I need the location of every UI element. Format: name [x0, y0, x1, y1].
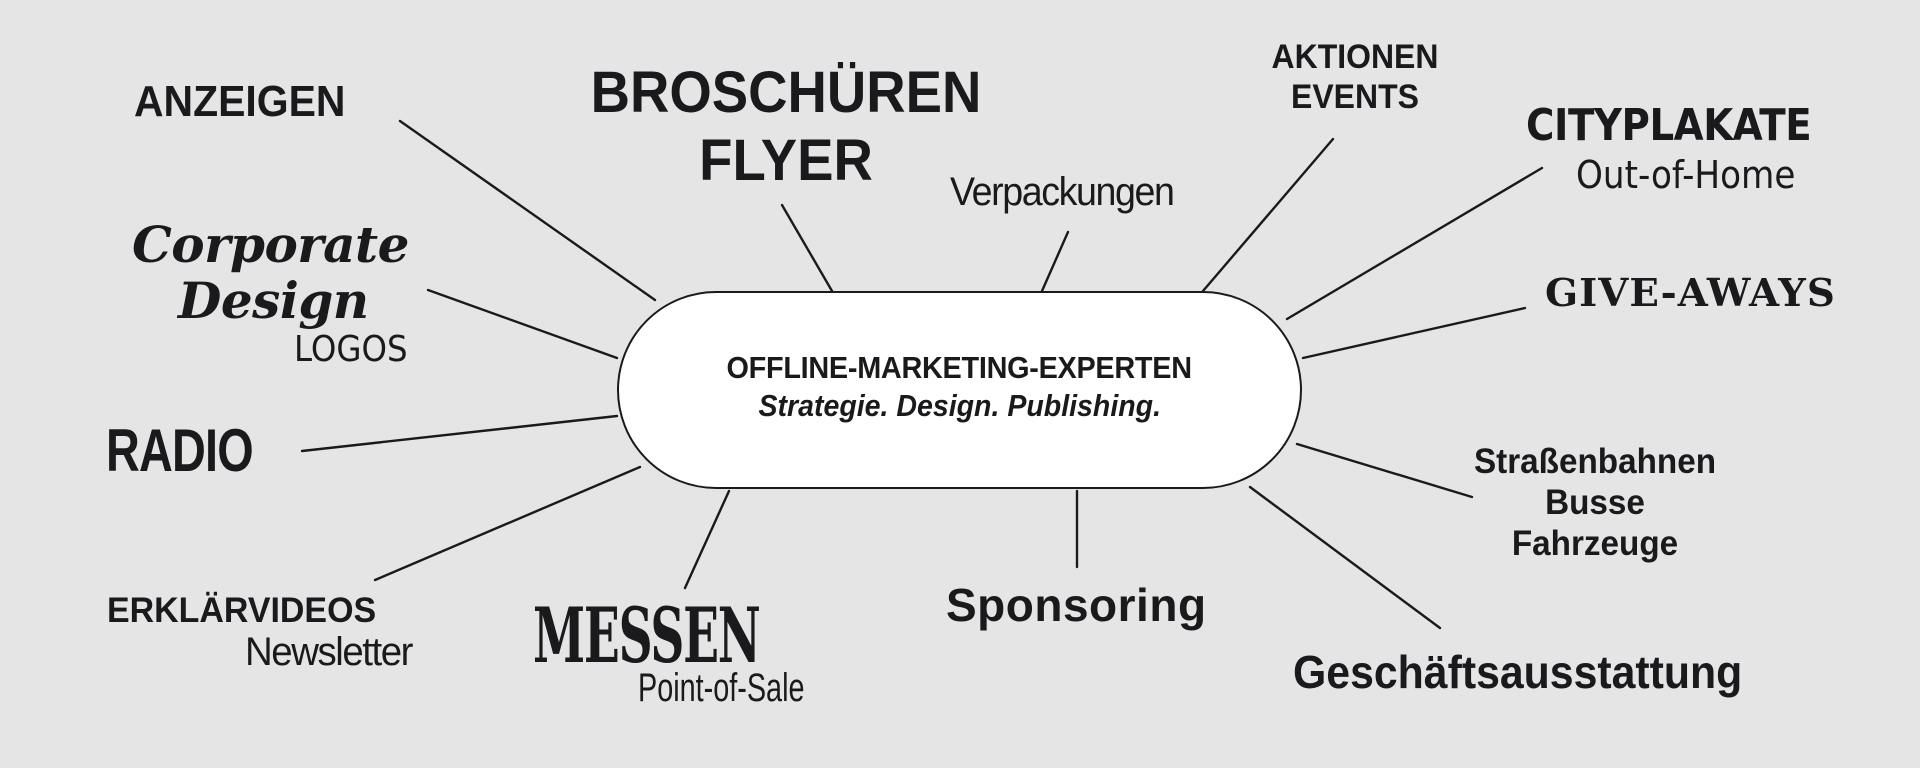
- connector-strassenbahnen: [1295, 442, 1474, 499]
- center-node: OFFLINE-MARKETING-EXPERTEN Strategie. De…: [617, 291, 1302, 489]
- node-sponsoring: Sponsoring: [946, 579, 1207, 631]
- node-geschaeftsausstattung: Geschäftsausstattung: [1293, 646, 1743, 698]
- center-subtitle: Strategie. Design. Publishing.: [758, 388, 1161, 423]
- node-cityplakate-line1: CITYPLAKATE: [1526, 100, 1812, 151]
- node-strassenbahnen-line3: Fahrzeuge: [1511, 524, 1679, 563]
- node-aktionen-line2: EVENTS: [1291, 78, 1419, 116]
- connector-geschaeftsausstattung: [1248, 485, 1442, 630]
- connector-anzeigen: [398, 119, 657, 302]
- node-messen: MESSEN Point-of-Sale: [533, 591, 899, 710]
- node-verpackungen: Verpackungen: [950, 170, 1175, 214]
- node-broschueren: BROSCHÜREN FLYER: [571, 64, 1001, 190]
- node-erklaervideos: ERKLÄRVIDEOS Newsletter: [107, 593, 419, 672]
- node-point-of-sale: Point-of-Sale: [638, 666, 805, 710]
- node-cityplakate: CITYPLAKATE Out-of-Home: [1526, 100, 1850, 197]
- node-corporate-design: Corporate Design LOGOS: [132, 220, 420, 368]
- connector-radio: [300, 414, 619, 453]
- node-messen-line1: MESSEN: [533, 591, 761, 680]
- node-corporate-line1: Corporate: [132, 215, 409, 274]
- node-logos: LOGOS: [294, 329, 408, 370]
- node-aktionen-line1: AKTIONEN: [1271, 38, 1439, 76]
- connector-erklaervideos: [373, 465, 642, 582]
- connector-broschueren: [780, 203, 834, 293]
- node-cityplakate-line2: Out-of-Home: [1576, 153, 1796, 197]
- connector-aktionen: [1201, 137, 1335, 293]
- node-anzeigen: ANZEIGEN: [134, 77, 346, 126]
- connector-cityplakate: [1285, 166, 1544, 321]
- node-broschueren-line1: BROSCHÜREN: [590, 60, 982, 125]
- node-newsletter: Newsletter: [245, 630, 413, 674]
- node-corporate-line2: Design: [178, 271, 369, 330]
- connector-messen: [683, 489, 731, 590]
- connector-giveaways: [1301, 306, 1527, 360]
- node-giveaways: GIVE-AWAYS: [1545, 270, 1836, 315]
- node-radio: RADIO: [106, 417, 254, 484]
- node-strassenbahnen-line1: Straßenbahnen: [1473, 442, 1717, 481]
- node-erklaervideos-line1: ERKLÄRVIDEOS: [107, 591, 377, 630]
- connector-corporate-design: [426, 288, 619, 360]
- center-title: OFFLINE-MARKETING-EXPERTEN: [726, 350, 1193, 385]
- connector-verpackungen: [1040, 230, 1070, 293]
- node-strassenbahnen-line2: Busse: [1545, 483, 1645, 522]
- node-aktionen-events: AKTIONEN EVENTS: [1250, 40, 1460, 114]
- node-strassenbahnen: Straßenbahnen Busse Fahrzeuge: [1430, 444, 1760, 561]
- node-broschueren-line2: FLYER: [699, 128, 873, 193]
